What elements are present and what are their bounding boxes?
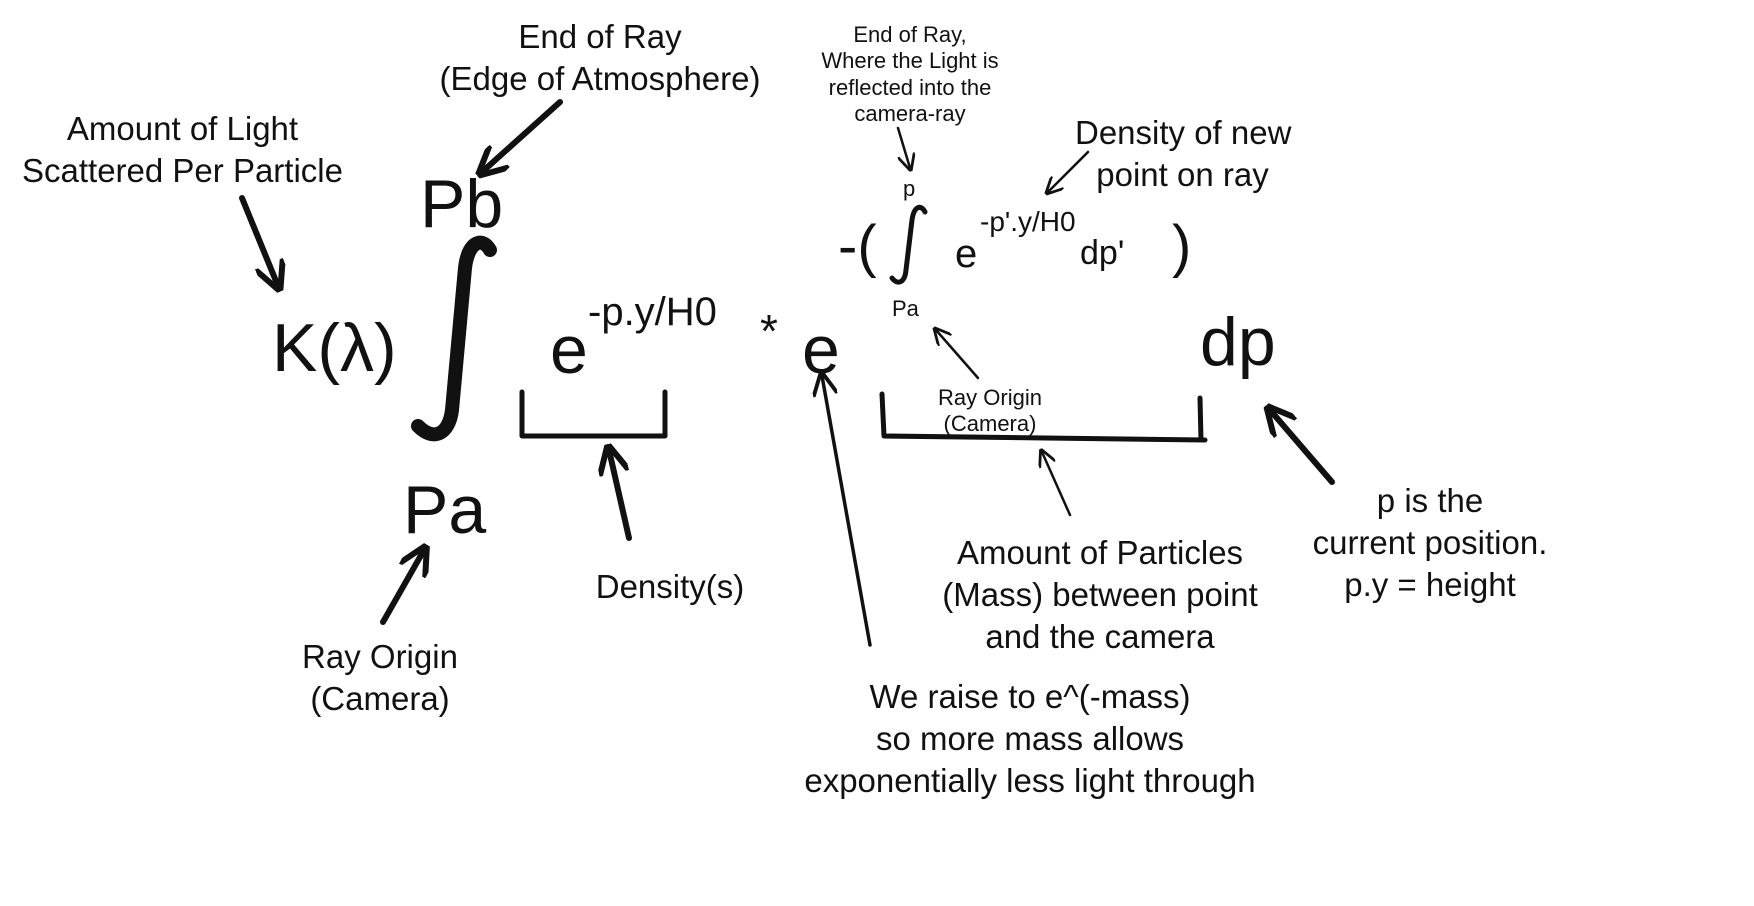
arrow-ray-end — [482, 99, 563, 172]
arrow-scatter — [239, 195, 278, 286]
inner-open-paren: -( — [838, 214, 877, 279]
inner-end-label: End of Ray, Where the Light is reflected… — [821, 22, 999, 127]
inner-origin-label: Ray Origin (Camera) — [938, 385, 1042, 437]
inner-close-paren: ) — [1172, 214, 1192, 279]
arrow-mass — [1042, 452, 1072, 517]
arrow-inner-density — [1048, 150, 1090, 192]
inner-exp-base: e — [955, 232, 978, 276]
arrow-position — [1270, 410, 1335, 485]
ray-origin-label: Ray Origin (Camera) — [302, 638, 458, 718]
density-bracket — [519, 389, 668, 439]
arrow-inner-origin — [936, 330, 980, 380]
inner-exponent: -p'.y/H0 — [980, 206, 1076, 237]
position-label: p is the current position. p.y = height — [1312, 482, 1548, 604]
density-exponent: -p.y/H0 — [588, 290, 717, 334]
mass-bracket — [879, 391, 1208, 443]
mass-label: Amount of Particles (Mass) between point… — [942, 534, 1258, 656]
integral-sign — [411, 235, 497, 442]
inner-upper-limit: p — [903, 176, 916, 201]
density-label: Density(s) — [595, 568, 745, 605]
scatter-label: Amount of Light Scattered Per Particle — [22, 110, 343, 190]
exponent-label: We raise to e^(-mass) so more mass allow… — [804, 678, 1256, 800]
scatter-coefficient: K(λ) — [272, 310, 397, 386]
lower-limit: Pa — [403, 472, 487, 548]
differential: dp — [1200, 304, 1276, 380]
arrow-inner-end — [896, 126, 910, 168]
arrow-ray-origin — [380, 550, 424, 625]
arrow-exponent — [822, 376, 872, 647]
ray-end-label: End of Ray (Edge of Atmosphere) — [439, 18, 761, 98]
inner-integral-sign — [889, 204, 928, 285]
multiply-sign: * — [760, 305, 778, 357]
upper-limit: Pb — [420, 166, 504, 242]
density-exp-base: e — [550, 312, 588, 388]
arrow-density — [609, 450, 632, 541]
inner-lower-limit: Pa — [892, 296, 919, 321]
inner-differential: dp' — [1080, 234, 1125, 272]
inner-density-label: Density of new point on ray — [1075, 114, 1292, 194]
